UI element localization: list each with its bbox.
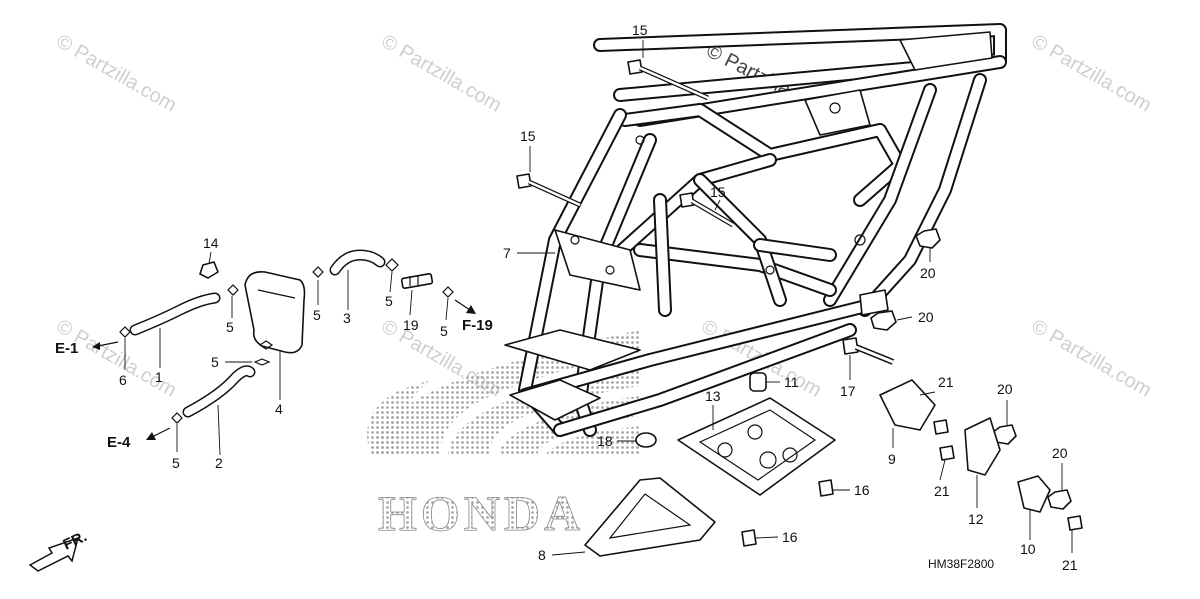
- flange-nuts: [870, 228, 1072, 510]
- callout-15[interactable]: 15: [632, 22, 648, 38]
- front-label: FR.: [61, 528, 90, 554]
- callout-21[interactable]: 21: [938, 374, 954, 390]
- callout-5[interactable]: 5: [211, 354, 219, 370]
- honda-wordmark: HONDA: [378, 485, 584, 541]
- hose-3: [329, 249, 386, 276]
- bracket-10: [1017, 475, 1051, 513]
- callout-17[interactable]: 17: [840, 383, 856, 399]
- hose-clips: [119, 258, 454, 424]
- watermark: © Partzilla.com: [1028, 315, 1156, 401]
- bolts-21: [933, 419, 1083, 531]
- frame-bolts: [516, 59, 735, 228]
- watermark: © Partzilla.com: [1028, 30, 1156, 116]
- callout-20[interactable]: 20: [997, 381, 1013, 397]
- callout-5[interactable]: 5: [385, 293, 393, 309]
- ref-f19[interactable]: F-19: [462, 317, 493, 334]
- callout-5[interactable]: 5: [440, 323, 448, 339]
- callout-15[interactable]: 15: [710, 184, 726, 200]
- callout-14[interactable]: 14: [203, 235, 219, 251]
- hose-2: [182, 365, 256, 418]
- callout-5[interactable]: 5: [172, 455, 180, 471]
- ref-e1[interactable]: E-1: [55, 340, 78, 357]
- callout-8[interactable]: 8: [538, 547, 546, 563]
- skid-plate-13: [677, 397, 836, 496]
- callout-13[interactable]: 13: [705, 388, 721, 404]
- callout-1[interactable]: 1: [155, 369, 163, 385]
- callout-5[interactable]: 5: [226, 319, 234, 335]
- hose-1: [129, 292, 221, 336]
- bolts-16: [741, 479, 834, 547]
- callout-11[interactable]: 11: [784, 374, 799, 390]
- callout-7[interactable]: 7: [503, 245, 511, 261]
- callout-3[interactable]: 3: [343, 310, 351, 326]
- bracket-12: [964, 417, 1001, 476]
- callout-16[interactable]: 16: [782, 529, 798, 545]
- callout-2[interactable]: 2: [215, 455, 223, 471]
- diagram-code: HM38F2800: [928, 557, 994, 571]
- callout-18[interactable]: 18: [597, 433, 613, 449]
- callout-9[interactable]: 9: [888, 451, 896, 467]
- callout-21[interactable]: 21: [934, 483, 950, 499]
- callout-10[interactable]: 10: [1020, 541, 1036, 557]
- breather-tank-4: [244, 270, 306, 354]
- front-arrow-icon: FR.: [28, 528, 90, 572]
- callout-19[interactable]: 19: [403, 317, 419, 333]
- bolt-14: [199, 261, 219, 279]
- ref-e4[interactable]: E-4: [107, 434, 131, 451]
- callout-4[interactable]: 4: [275, 401, 283, 417]
- callout-15[interactable]: 15: [520, 128, 536, 144]
- callout-20[interactable]: 20: [920, 265, 936, 281]
- frame-body: [504, 23, 1007, 437]
- callout-5[interactable]: 5: [313, 307, 321, 323]
- callouts: 15 15 15 7 20 20 17 21 20 9 21 12 20 10 …: [119, 22, 1078, 573]
- callout-21[interactable]: 21: [1062, 557, 1078, 573]
- callout-20[interactable]: 20: [918, 309, 934, 325]
- joint-19: [400, 272, 434, 290]
- callout-12[interactable]: 12: [968, 511, 984, 527]
- callout-6[interactable]: 6: [119, 372, 127, 388]
- watermark: © Partzilla.com: [53, 315, 181, 401]
- reference-arrows: [92, 299, 476, 440]
- watermark: © Partzilla.com: [53, 30, 181, 116]
- callout-16[interactable]: 16: [854, 482, 870, 498]
- bracket-9: [879, 379, 936, 431]
- grommets: [635, 372, 767, 448]
- bolt-17: [842, 337, 895, 365]
- callout-20[interactable]: 20: [1052, 445, 1068, 461]
- watermark: © Partzilla.com: [378, 30, 506, 116]
- guard-8: [584, 477, 716, 557]
- leader-lines: [124, 40, 1073, 556]
